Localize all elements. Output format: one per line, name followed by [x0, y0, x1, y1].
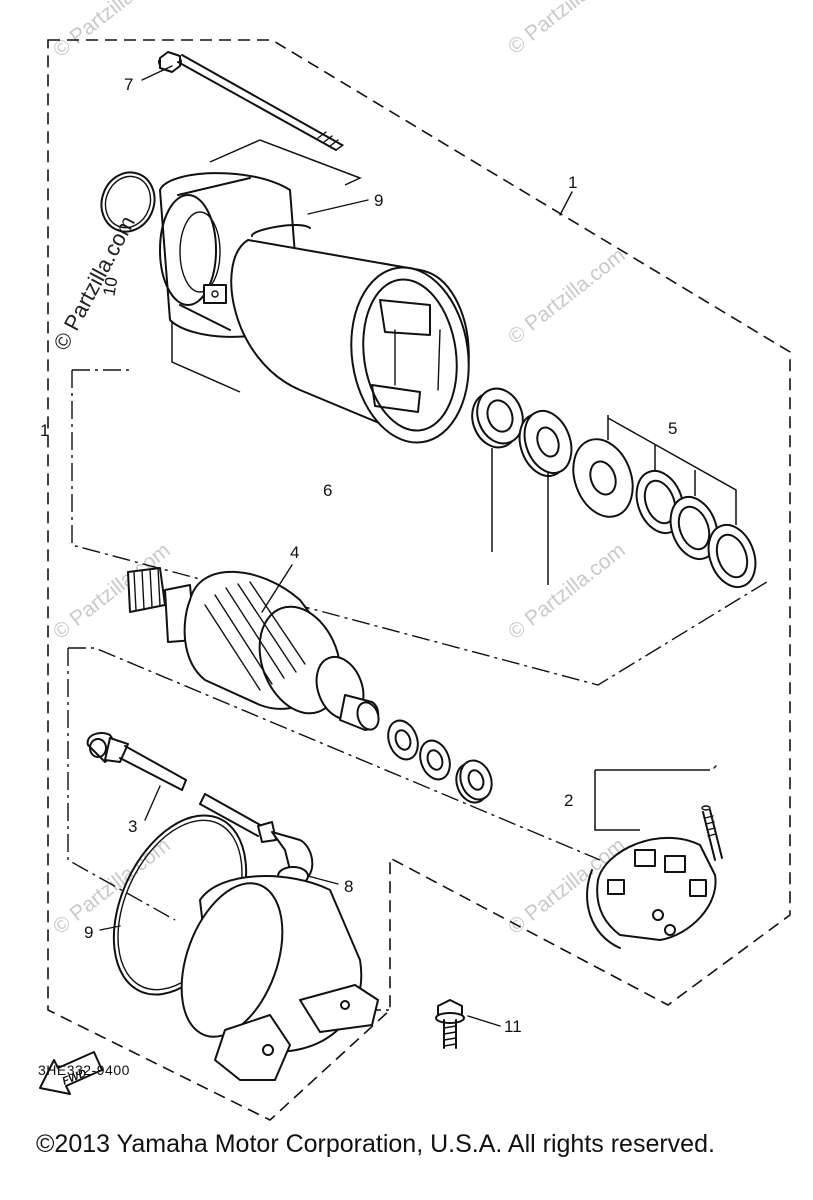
rear-cover: [180, 875, 379, 1081]
bearing: [471, 387, 524, 449]
callout-1: 1: [568, 173, 577, 192]
bolt-outline-box: [209, 139, 362, 186]
washer-bracket: [607, 415, 737, 525]
callout-9-upper: 9: [374, 191, 383, 210]
through-bolt: [158, 51, 344, 151]
callout-6: 6: [323, 481, 332, 500]
watermark-1: © Partzilla.com: [49, 0, 175, 62]
group-6-box: [71, 370, 771, 686]
watermark-2: © Partzilla.com: [504, 0, 630, 59]
armature: [127, 567, 380, 731]
callout-1-left: 1: [40, 421, 49, 440]
callout-2: 2: [564, 791, 573, 810]
copyright-notice: ©2013 Yamaha Motor Corporation, U.S.A. A…: [36, 1130, 715, 1158]
watermark-3: © Partzilla.com: [504, 244, 630, 349]
shaft-washers: [387, 719, 493, 804]
leader-lines: [99, 65, 573, 1027]
group-lower-box: [67, 648, 176, 921]
callout-10: 10: [99, 276, 121, 298]
callout-3: 3: [128, 817, 137, 836]
callout-5: 5: [668, 419, 677, 438]
callout-9-lower: 9: [84, 923, 93, 942]
watermark-dark: © Partzilla.com: [48, 212, 140, 355]
watermark-5: © Partzilla.com: [504, 539, 630, 644]
callout-8: 8: [344, 877, 353, 896]
seal-bracket: [491, 448, 549, 585]
diagram-code: 3HE332-9400: [38, 1062, 130, 1078]
group-lower-box-top: [68, 647, 601, 861]
brush-holder-bracket: [594, 769, 710, 831]
o-ring-small: [100, 171, 156, 233]
callout-11: 11: [504, 1017, 522, 1036]
lead-wire: [86, 732, 263, 837]
mounting-bolt: [435, 999, 465, 1049]
yoke: [230, 224, 470, 444]
callout-numbers: 7 9 1 10 1 6 5 4 3 8 9 2 11: [40, 75, 677, 1036]
washer-set: [572, 438, 757, 588]
callout-7: 7: [124, 75, 133, 94]
brush-holder: [586, 765, 723, 949]
callout-4: 4: [290, 543, 299, 562]
oil-seal: [518, 410, 573, 477]
assembly-boundary: [47, 39, 791, 1121]
